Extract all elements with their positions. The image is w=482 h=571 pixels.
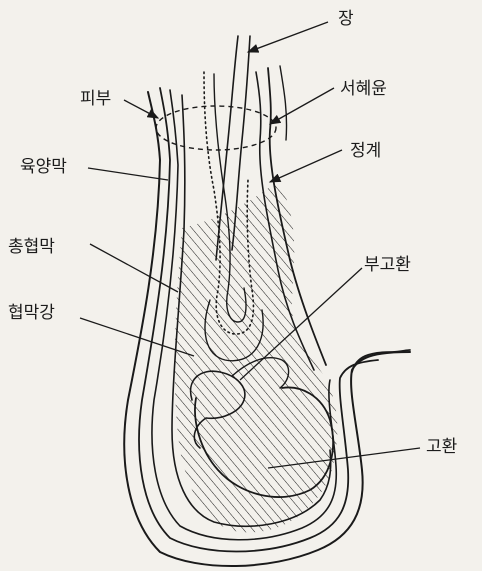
label-tunica-common: 총협막 bbox=[8, 237, 55, 257]
label-skin: 피부 bbox=[80, 89, 111, 109]
label-boundary: 정계 bbox=[350, 141, 381, 161]
label-testis: 고환 bbox=[426, 437, 457, 457]
label-epididymis: 부고환 bbox=[364, 255, 411, 275]
leader-dartos bbox=[88, 168, 168, 180]
label-spermatic-cord: 장 bbox=[338, 9, 354, 29]
vaginal-cavity-hatched-region bbox=[175, 180, 338, 532]
label-vaginal-cavity: 협막강 bbox=[8, 303, 55, 323]
label-vas-deferens: 서혜윤 bbox=[340, 79, 387, 99]
leader-boundary bbox=[270, 150, 342, 182]
neck-right-inner bbox=[280, 66, 287, 140]
leader-vas-deferens bbox=[270, 88, 334, 124]
leader-spermatic-cord bbox=[248, 22, 328, 52]
label-dartos: 육양막 bbox=[20, 157, 67, 177]
